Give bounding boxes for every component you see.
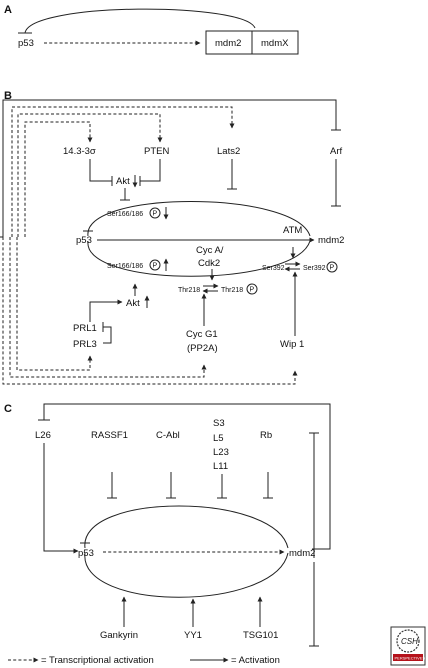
c-tsg101: TSG101 xyxy=(243,630,278,641)
c-l26-to-p53 xyxy=(43,443,79,554)
b-phospho-top-label: P xyxy=(153,211,158,218)
a-mdm2: mdm2 xyxy=(215,38,241,49)
b-cycg1: Cyc G1 xyxy=(186,329,218,340)
c-l11: L11 xyxy=(213,461,228,472)
logo-subtext: PERSPECTIVES xyxy=(395,656,426,661)
c-s3: S3 xyxy=(213,418,225,429)
b-prl1-to-akt xyxy=(89,299,123,322)
c-mdm2: mdm2 xyxy=(289,548,315,559)
b-thr218-right: Thr218 xyxy=(221,287,243,294)
b-loop-pten xyxy=(17,113,163,237)
b-phospho-ser392 xyxy=(326,261,338,273)
c-l23: L23 xyxy=(213,447,229,458)
logo-text: CSH xyxy=(401,637,418,646)
b-phospho-bottom-label: P xyxy=(153,263,158,270)
b-loop-lats2 xyxy=(11,106,235,237)
b-loop-wip1 xyxy=(2,237,298,385)
b-phospho-thr218 xyxy=(246,283,258,295)
csh-perspectives-logo: CSH PERSPECTIVES xyxy=(390,626,426,666)
b-prl3-inhibits-prl1 xyxy=(103,326,112,344)
panel-b-label: B xyxy=(4,90,12,102)
c-c-abl: C-Abl xyxy=(156,430,180,441)
b-prl1: PRL1 xyxy=(73,323,97,334)
b-loop-upper xyxy=(87,201,311,237)
b-ser166-bottom: Ser166/186 xyxy=(107,263,143,270)
b-loop-prl3 xyxy=(16,237,93,371)
b-akt-top: Akt xyxy=(116,176,130,187)
c-yy1: YY1 xyxy=(184,630,202,641)
b-ser166-top: Ser166/186 xyxy=(107,211,143,218)
b-14-3-3-sigma: 14.3-3σ xyxy=(63,146,96,157)
a-feedback-loop xyxy=(24,8,256,34)
b-phospho-ser392-label: P xyxy=(330,265,335,272)
b-p53: p53 xyxy=(76,235,92,246)
b-mdm2: mdm2 xyxy=(318,235,344,246)
c-rb: Rb xyxy=(260,430,272,441)
c-gankyrin: Gankyrin xyxy=(100,630,138,641)
b-pten: PTEN xyxy=(144,146,169,157)
c-rassf1: RASSF1 xyxy=(91,430,128,441)
c-l5: L5 xyxy=(213,433,224,444)
b-phospho-bottom xyxy=(149,259,161,271)
c-l26: L26 xyxy=(35,430,51,441)
panel-a: A p53 mdm2 mdmX xyxy=(4,4,299,55)
b-cyca: Cyc A/ xyxy=(196,245,224,256)
b-thr218-left: Thr218 xyxy=(178,287,200,294)
a-p53: p53 xyxy=(18,38,34,49)
b-pten-to-akt xyxy=(140,159,161,182)
a-mdmx: mdmX xyxy=(261,38,289,49)
b-cdk2: Cdk2 xyxy=(198,258,220,269)
b-sigma-to-akt xyxy=(89,159,112,182)
c-mdm2-to-l26 xyxy=(43,403,331,550)
b-atm: ATM xyxy=(283,225,302,236)
panel-c: C L26 RASSF1 C-Abl S3 L5 L23 L11 Rb p53 … xyxy=(4,403,331,647)
b-phospho-top xyxy=(149,207,161,219)
b-pp2a: (PP2A) xyxy=(187,343,218,354)
c-loop-upper xyxy=(84,505,289,549)
b-inhibit-arf-loop xyxy=(0,99,337,238)
legend: = Transcriptional activation = Activatio… xyxy=(8,655,280,666)
c-loop-lower xyxy=(84,552,289,598)
b-prl3: PRL3 xyxy=(73,339,97,350)
b-akt-bottom: Akt xyxy=(126,298,140,309)
b-phospho-thr218-label: P xyxy=(250,287,255,294)
c-p53: p53 xyxy=(78,548,94,559)
panel-a-label: A xyxy=(4,4,12,16)
legend-transcriptional: = Transcriptional activation xyxy=(41,655,154,666)
b-ser392-right: Ser392 xyxy=(303,265,326,272)
b-arf: Arf xyxy=(330,146,343,157)
b-lats2: Lats2 xyxy=(217,146,240,157)
b-loop-sigma xyxy=(24,121,93,237)
b-ser392-left: Ser392 xyxy=(262,265,285,272)
panel-c-label: C xyxy=(4,403,12,415)
legend-activation: = Activation xyxy=(231,655,280,666)
b-loop-cycg1 xyxy=(9,237,207,378)
b-wip1: Wip 1 xyxy=(280,339,304,350)
panel-b: B 14.3-3σ PTEN Lats2 Arf Akt p53 xyxy=(0,90,344,385)
